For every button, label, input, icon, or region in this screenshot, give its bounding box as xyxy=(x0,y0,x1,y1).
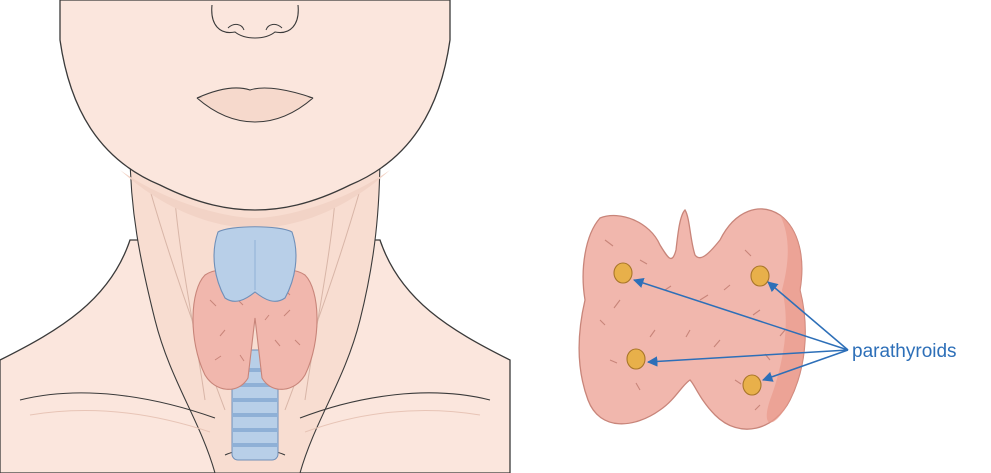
thyroid-cartilage xyxy=(214,227,296,302)
parathyroid-upper-left xyxy=(614,263,632,283)
parathyroids-label: parathyroids xyxy=(852,341,957,362)
parathyroid-lower-right xyxy=(743,375,761,395)
parathyroid-lower-left xyxy=(627,349,645,369)
thyroid-body xyxy=(579,209,805,429)
thyroid-gland-posterior xyxy=(579,209,805,429)
neck-illustration xyxy=(0,0,510,473)
parathyroid-upper-right xyxy=(751,266,769,286)
